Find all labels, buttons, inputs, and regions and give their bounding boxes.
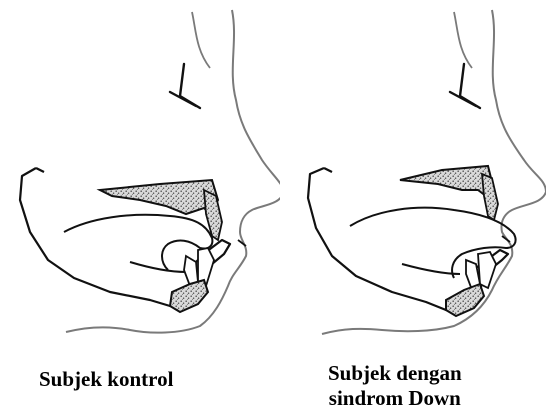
mandibular-line: [130, 262, 186, 272]
mandibular-symphysis: [170, 280, 208, 312]
ramus-notch: [324, 168, 332, 172]
mandibular-symphysis: [446, 284, 484, 316]
caption-line-1: Subjek dengan: [328, 361, 462, 386]
cranial-outline: [454, 12, 472, 68]
caption-line-2: sindrom Down: [328, 386, 462, 411]
lower-incisor: [478, 252, 496, 288]
ramus-notch: [36, 168, 44, 172]
maxilla-palate: [100, 180, 218, 214]
orbit-mark: [450, 64, 480, 108]
cranial-outline: [192, 12, 210, 68]
upper-incisor: [204, 190, 222, 240]
control-subject-illustration: [0, 0, 280, 350]
maxilla-palate: [400, 166, 492, 196]
upper-incisor: [482, 174, 498, 220]
caption-control-subject: Subjek kontrol: [39, 367, 173, 392]
caption-down-syndrome-subject: Subjek dengan sindrom Down: [328, 361, 462, 411]
orbit-mark: [170, 64, 200, 108]
down-syndrome-subject-illustration: [292, 0, 546, 350]
soft-tissue-profile: [66, 10, 280, 333]
